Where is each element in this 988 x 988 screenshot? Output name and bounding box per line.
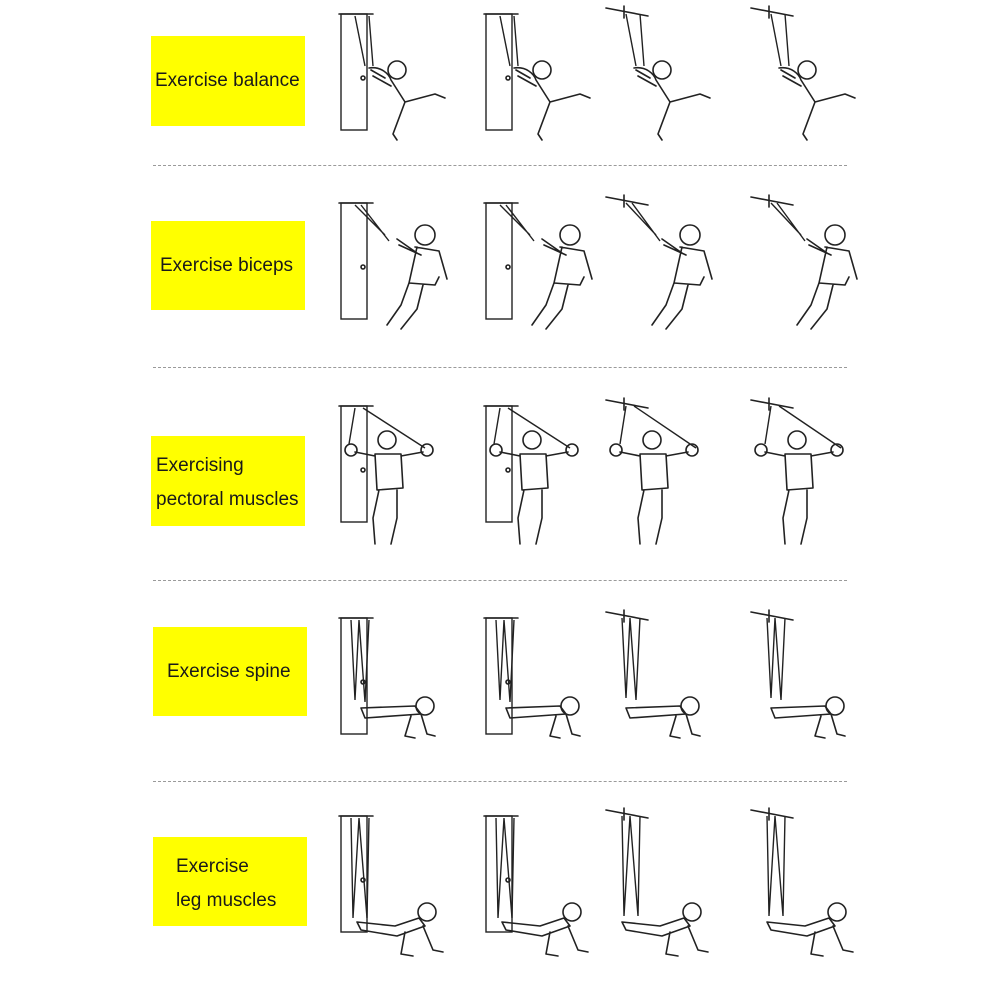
person-figure xyxy=(625,13,711,141)
person-figure xyxy=(770,202,858,330)
door-illustration xyxy=(485,405,513,523)
label-exercise-spine: Exercise spine xyxy=(153,627,307,716)
bar-illustration xyxy=(605,399,649,409)
bar-illustration xyxy=(605,7,649,17)
row-divider xyxy=(153,781,847,782)
exercise-illustration xyxy=(750,807,854,957)
bar-illustration xyxy=(605,196,649,206)
bar-illustration xyxy=(750,399,794,409)
person-figure xyxy=(621,815,709,957)
label-line: leg muscles xyxy=(176,890,277,911)
exercise-illustration xyxy=(605,5,711,141)
exercise-illustration xyxy=(338,13,446,141)
person-figure xyxy=(354,15,446,141)
exercise-illustration xyxy=(483,202,593,330)
door-illustration xyxy=(485,13,513,131)
bar-illustration xyxy=(750,611,794,621)
door-illustration xyxy=(485,202,513,320)
label-line: Exercise spine xyxy=(167,661,291,682)
label-exercise-biceps: Exercise biceps xyxy=(151,221,305,310)
door-illustration xyxy=(340,405,368,523)
label-exercise-balance: Exercise balance xyxy=(151,36,305,126)
exercise-illustration xyxy=(750,609,846,739)
label-line: Exercise balance xyxy=(155,70,300,91)
exercise-illustration xyxy=(483,815,589,957)
person-figure xyxy=(489,407,579,545)
row-divider xyxy=(153,165,847,166)
label-line: Exercising xyxy=(156,455,244,476)
bar-illustration xyxy=(750,196,794,206)
person-figure xyxy=(495,619,581,739)
person-figure xyxy=(354,204,448,330)
exercise-illustration xyxy=(338,815,444,957)
label-exercise-leg-muscles: Exercise leg muscles xyxy=(153,837,307,926)
door-illustration xyxy=(340,13,368,131)
label-line: Exercise biceps xyxy=(160,255,294,276)
person-figure xyxy=(766,617,846,739)
person-figure xyxy=(499,204,593,330)
bar-illustration xyxy=(750,7,794,17)
label-line: pectoral muscles xyxy=(156,489,299,510)
person-figure xyxy=(344,407,434,545)
person-figure xyxy=(766,815,854,957)
exercise-illustration xyxy=(483,405,579,545)
row-divider xyxy=(153,580,847,581)
person-figure xyxy=(621,617,701,739)
exercise-illustration xyxy=(338,405,434,545)
exercise-illustration xyxy=(605,397,699,545)
person-figure xyxy=(770,13,856,141)
person-figure xyxy=(625,202,713,330)
person-figure xyxy=(350,817,444,957)
exercise-illustration xyxy=(750,194,858,330)
door-illustration xyxy=(340,202,368,320)
bar-illustration xyxy=(605,611,649,621)
exercise-illustration xyxy=(750,5,856,141)
exercise-illustration xyxy=(338,202,448,330)
exercise-illustration xyxy=(605,194,713,330)
label-exercising-pectoral: Exercising pectoral muscles xyxy=(151,436,305,526)
person-figure xyxy=(495,817,589,957)
exercise-illustration xyxy=(605,609,701,739)
exercise-illustration xyxy=(750,397,844,545)
exercise-illustration xyxy=(483,617,581,739)
row-divider xyxy=(153,367,847,368)
bar-illustration xyxy=(750,809,794,819)
person-figure xyxy=(350,619,436,739)
exercise-illustration xyxy=(338,617,436,739)
bar-illustration xyxy=(605,809,649,819)
person-figure xyxy=(754,405,844,545)
exercise-illustration xyxy=(605,807,709,957)
person-figure xyxy=(499,15,591,141)
person-figure xyxy=(609,405,699,545)
exercise-illustration xyxy=(483,13,591,141)
label-line: Exercise xyxy=(176,856,249,877)
